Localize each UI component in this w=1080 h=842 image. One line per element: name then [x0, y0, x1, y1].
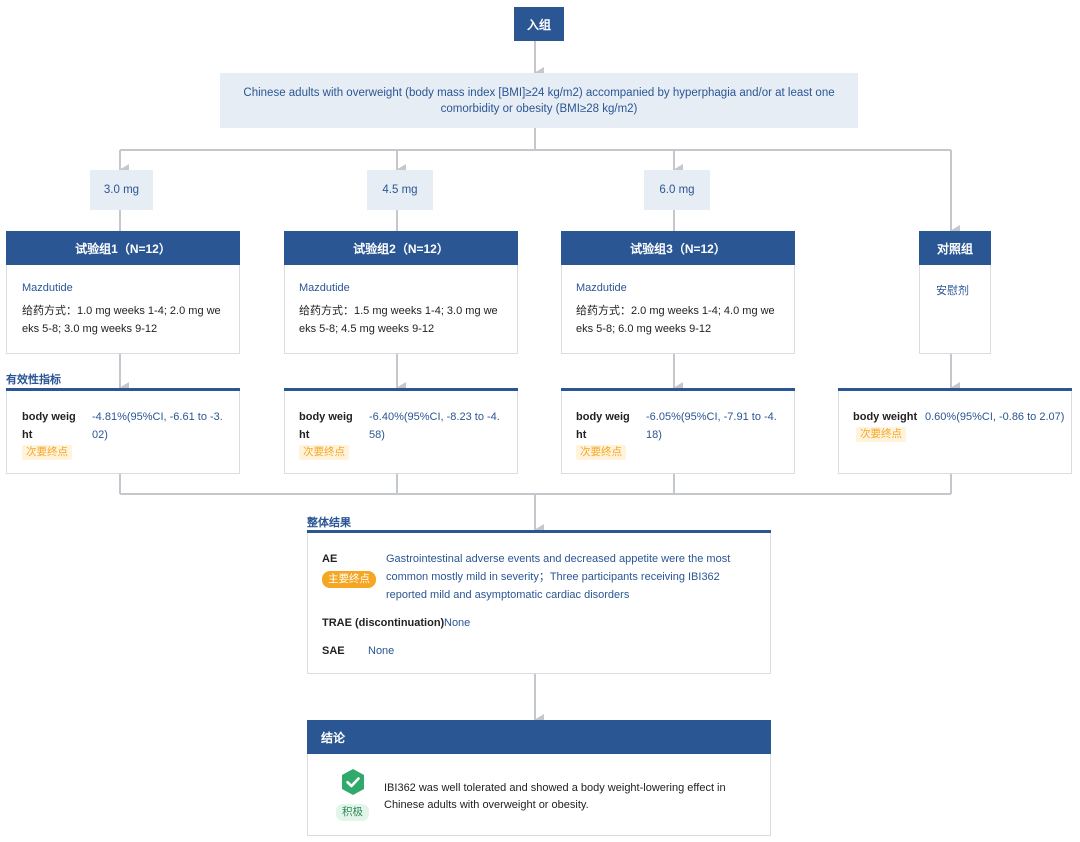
trae-label: TRAE (discontinuation)	[322, 617, 445, 629]
outcome-3-value: -6.05%(95%CI, -7.91 to -4.18)	[646, 411, 777, 441]
efficacy-section-title: 有效性指标	[6, 374, 61, 386]
outcome-3-topbar	[561, 388, 795, 391]
ae-value: Gastrointestinal adverse events and decr…	[386, 553, 731, 601]
control-drug: 安慰剂	[936, 285, 969, 297]
control-title: 对照组	[936, 241, 973, 256]
arm-2-drug: Mazdutide	[299, 282, 350, 294]
check-badge-icon	[342, 769, 364, 795]
outcome-4-label: body weight	[853, 411, 918, 423]
dose-label-2: 4.5 mg	[382, 184, 418, 196]
arm-2-body: Mazdutide 给药方式：1.5 mg weeks 1-4; 3.0 mg …	[284, 265, 518, 354]
sae-label: SAE	[322, 645, 345, 657]
trae-value: None	[444, 617, 471, 629]
outcome-3-box: body weight -6.05%(95%CI, -7.91 to -4.18…	[561, 391, 795, 474]
overall-section-title: 整体结果	[307, 517, 351, 529]
dose-box-1: 3.0 mg	[90, 170, 153, 210]
dose-box-2: 4.5 mg	[367, 170, 433, 210]
arm-3-drug: Mazdutide	[576, 282, 627, 294]
outcome-3-label: body weight	[576, 411, 630, 441]
outcome-1-label: body weight	[22, 411, 76, 441]
overall-topbar	[307, 530, 771, 533]
arm-1-regimen: 给药方式：1.0 mg weeks 1-4; 2.0 mg weeks 5-8;…	[22, 305, 221, 335]
outcome-1-topbar	[6, 388, 240, 391]
conclusion-header: 结论	[307, 720, 771, 754]
dose-label-1: 3.0 mg	[103, 184, 140, 196]
overall-box: AE 主要终点 Gastrointestinal adverse events …	[307, 533, 771, 674]
conclusion-box: 积极 IBI362 was well tolerated and showed …	[307, 754, 771, 836]
enroll-node: 入组	[514, 7, 564, 41]
outcome-4-value: 0.60%(95%CI, -0.86 to 2.07)	[925, 411, 1065, 423]
conclusion-title: 结论	[321, 730, 346, 745]
control-body: 安慰剂	[919, 265, 991, 354]
arm-3-regimen: 给药方式：2.0 mg weeks 1-4; 4.0 mg weeks 5-8;…	[576, 305, 775, 335]
outcome-4-box: body weight 0.60%(95%CI, -0.86 to 2.07) …	[838, 391, 1072, 474]
outcome-1-value: -4.81%(95%CI, -6.61 to -3.02)	[92, 411, 223, 441]
outcome-4-tag: 次要终点	[856, 427, 906, 442]
arm-2-header: 试验组2（N=12）	[284, 231, 518, 265]
control-header: 对照组	[919, 231, 991, 265]
outcome-1-box: body weight -4.81%(95%CI, -6.61 to -3.02…	[6, 391, 240, 474]
arm-1-body: Mazdutide 给药方式：1.0 mg weeks 1-4; 2.0 mg …	[6, 265, 240, 354]
arm-2-regimen: 给药方式：1.5 mg weeks 1-4; 3.0 mg weeks 5-8;…	[299, 305, 498, 335]
enroll-label: 入组	[526, 17, 551, 32]
outcome-4-topbar	[838, 388, 1072, 391]
outcome-1-tag: 次要终点	[22, 445, 72, 460]
conclusion-tag: 积极	[336, 804, 369, 821]
ae-label: AE	[322, 553, 338, 565]
outcome-2-value: -6.40%(95%CI, -8.23 to -4.58)	[369, 411, 500, 441]
population-box: Chinese adults with overweight (body mas…	[220, 73, 858, 128]
outcome-2-box: body weight -6.40%(95%CI, -8.23 to -4.58…	[284, 391, 518, 474]
outcome-3-tag: 次要终点	[576, 445, 626, 460]
outcome-2-topbar	[284, 388, 518, 391]
arm-3-body: Mazdutide 给药方式：2.0 mg weeks 1-4; 4.0 mg …	[561, 265, 795, 354]
dose-label-3: 6.0 mg	[659, 184, 695, 196]
sae-value: None	[368, 645, 395, 657]
arm-3-title: 试验组3（N=12）	[630, 241, 726, 256]
arm-2-title: 试验组2（N=12）	[353, 241, 449, 256]
population-text: Chinese adults with overweight (body mas…	[243, 86, 835, 115]
arm-1-header: 试验组1（N=12）	[6, 231, 240, 265]
ae-tag: 主要终点	[322, 571, 376, 588]
arm-3-header: 试验组3（N=12）	[561, 231, 795, 265]
outcome-2-tag: 次要终点	[299, 445, 349, 460]
arm-1-title: 试验组1（N=12）	[75, 241, 171, 256]
outcome-2-label: body weight	[299, 411, 353, 441]
arm-1-drug: Mazdutide	[22, 282, 73, 294]
dose-box-3: 6.0 mg	[644, 170, 710, 210]
conclusion-text: IBI362 was well tolerated and showed a b…	[384, 782, 726, 811]
